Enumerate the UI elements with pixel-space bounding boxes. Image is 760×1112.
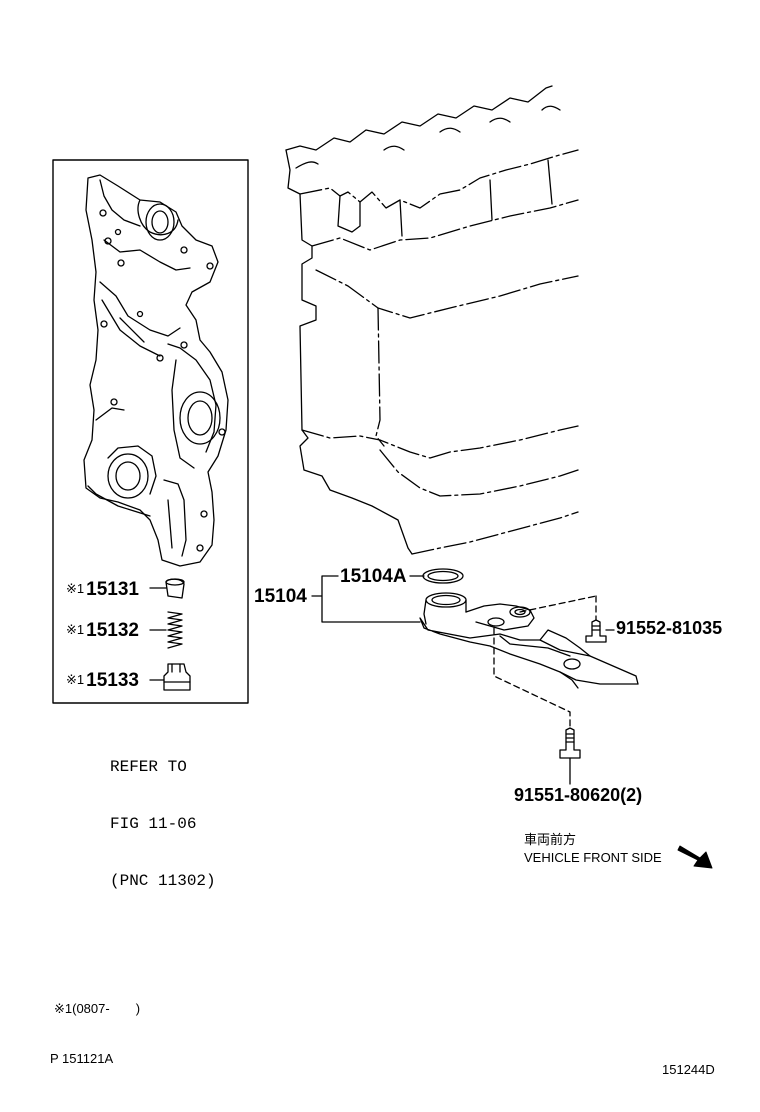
bolt-91552-81035 [585,619,615,643]
direction-label-jp: 車両前方 [524,832,577,847]
part-label-91552-81035: 91552-81035 [616,618,723,638]
engine-block-outline [285,85,579,555]
footer-left-code: P 151121A [50,1051,114,1066]
reference-line-2: FIG 11-06 [110,815,197,833]
note-mark: ※1 [66,672,85,687]
direction-label-en: VEHICLE FRONT SIDE [524,850,662,865]
part-label-15104: 15104 [254,586,307,607]
timing-cover-illustration [83,174,229,567]
note-mark: ※1 [66,622,85,637]
reference-box [52,159,249,704]
note-mark: ※1 [66,581,85,596]
reference-line-3: (PNC 11302) [110,872,216,890]
plug-15133 [149,663,191,691]
leader-15104 [311,575,421,623]
part-label-15104A: 15104A [340,566,407,587]
footer-right-code: 151244D [662,1062,715,1077]
reference-note: REFER TO FIG 11-06 (PNC 11302) [110,720,216,929]
oil-strainer-15104 [409,568,639,727]
arrow-icon [677,845,713,869]
plunger-15131 [149,578,185,599]
footnote: ※1(0807- ) [54,1001,141,1016]
reference-line-1: REFER TO [110,758,187,776]
part-label-91551-80620: 91551-80620(2) [514,785,643,805]
bolt-91551-80620 [559,727,581,785]
spring-15132 [149,611,183,649]
